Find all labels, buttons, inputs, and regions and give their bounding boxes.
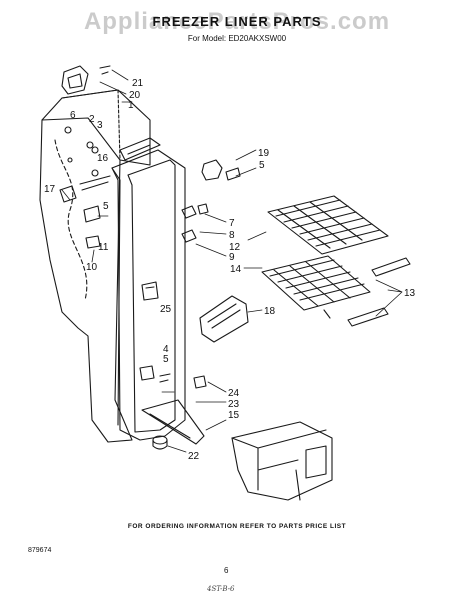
callout-8: 8 xyxy=(229,230,235,241)
callout-5-lower: 5 xyxy=(163,354,169,365)
callout-14: 14 xyxy=(230,264,242,275)
rail-23-24 xyxy=(141,375,207,445)
document-code: 879674 xyxy=(28,547,52,554)
shelf-support-13 xyxy=(347,257,411,327)
callout-20: 20 xyxy=(129,90,141,101)
callout-18: 18 xyxy=(264,306,276,317)
page-number: 6 xyxy=(224,566,229,575)
callout-15: 15 xyxy=(228,410,240,421)
watermark: AppliancePartsPros.com xyxy=(83,8,391,35)
ordering-note: FOR ORDERING INFORMATION REFER TO PARTS … xyxy=(127,523,347,530)
callout-10: 10 xyxy=(86,262,98,273)
callout-21: 21 xyxy=(132,78,144,89)
thermostat-part-19 xyxy=(201,159,241,181)
ice-bin-15 xyxy=(231,421,333,501)
callout-23: 23 xyxy=(228,399,240,410)
shelf-clips xyxy=(181,203,209,243)
liner-clip-25 xyxy=(141,281,159,301)
callout-22: 22 xyxy=(188,451,200,462)
handwritten-mark: 4ST-B-6 xyxy=(207,585,235,593)
callout-12: 12 xyxy=(229,242,241,253)
freezer-liner-part xyxy=(39,89,151,443)
cap-22 xyxy=(152,435,168,450)
callout-5-left: 5 xyxy=(103,201,109,212)
callout-5-thermostat: 5 xyxy=(259,160,265,171)
callout-19: 19 xyxy=(258,148,270,159)
callout-16: 16 xyxy=(97,153,109,164)
callout-11: 11 xyxy=(98,242,109,253)
model-line: For Model: ED20AKXSW00 xyxy=(187,34,287,43)
light-socket-bracket xyxy=(61,65,111,95)
lower-screws xyxy=(139,365,171,383)
side-hardware-cluster xyxy=(59,141,111,249)
diagram-title: FREEZER LINER PARTS xyxy=(152,14,322,29)
callout-1: 1 xyxy=(128,100,134,111)
callout-9: 9 xyxy=(229,252,235,263)
callout-13: 13 xyxy=(404,288,416,299)
callout-17: 17 xyxy=(44,184,56,195)
shelf-bracket-18 xyxy=(199,295,249,343)
callout-2: 2 xyxy=(89,114,95,125)
wire-shelf-14 xyxy=(261,255,371,319)
callout-6: 6 xyxy=(70,110,76,121)
callout-4: 4 xyxy=(163,344,169,355)
callout-24: 24 xyxy=(228,388,240,399)
wire-shelf-12 xyxy=(267,195,389,255)
callout-3: 3 xyxy=(97,120,103,131)
callout-leaders xyxy=(61,69,403,453)
liner-front-frame xyxy=(111,137,186,441)
callout-25: 25 xyxy=(160,304,172,315)
callout-7: 7 xyxy=(229,218,235,229)
